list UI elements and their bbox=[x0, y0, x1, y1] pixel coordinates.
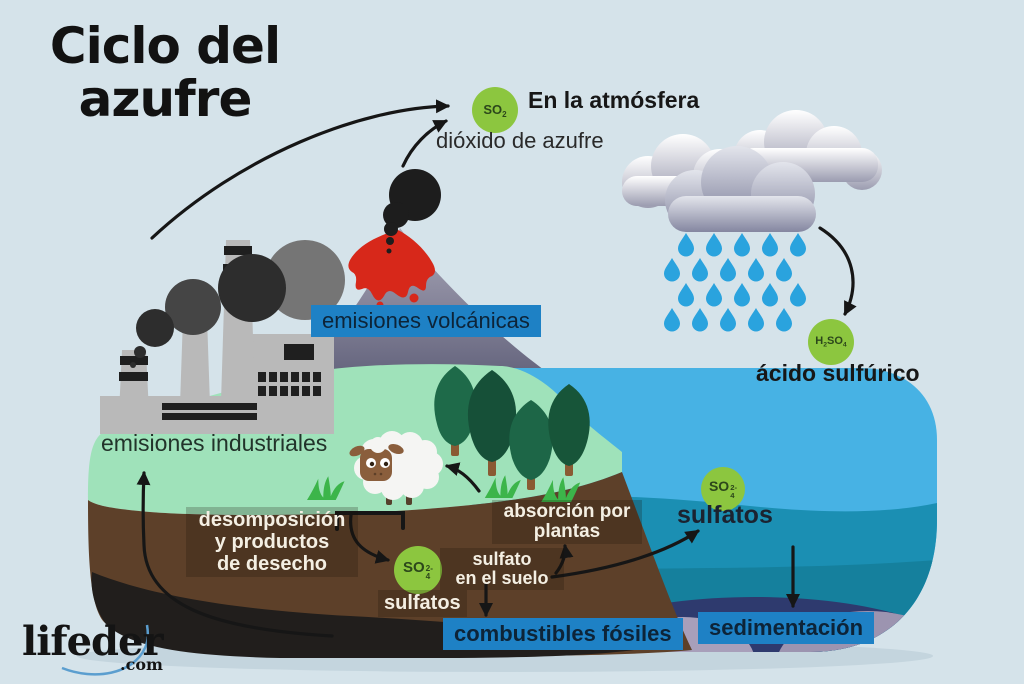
arrow-fossil-to-industry bbox=[136, 471, 334, 638]
arrow-factory-to-so2 bbox=[150, 99, 450, 240]
arrow-plants-to-sheep bbox=[445, 462, 481, 493]
h2so4-node: H2SO4 bbox=[808, 319, 854, 365]
plant-absorption-label: absorción por plantas bbox=[492, 500, 642, 544]
logo-wordmark: lifeder bbox=[22, 618, 164, 665]
volcano-smoke-icon bbox=[383, 169, 441, 254]
rain-cloud-icon bbox=[622, 110, 882, 232]
trees-icon bbox=[434, 366, 590, 490]
arrow-soil-to-water-sulfates bbox=[550, 529, 700, 579]
so2-node: SO2 bbox=[472, 87, 518, 133]
sulfuric-acid-label: ácido sulfúrico bbox=[756, 360, 920, 386]
atmosphere-heading: En la atmósfera bbox=[528, 87, 700, 113]
sedimentation-tag: sedimentación bbox=[698, 612, 875, 644]
arrow-cloud-to-acid bbox=[818, 226, 857, 316]
soil-sulfate-label: sulfato en el suelo bbox=[440, 548, 564, 590]
arrow-soil-to-plants bbox=[554, 544, 574, 575]
page-title: Ciclo del azufre bbox=[49, 17, 281, 128]
water-sulfates-label: sulfatos bbox=[677, 501, 773, 529]
logo-swoosh-icon bbox=[61, 624, 150, 676]
logo-tld: .com bbox=[120, 655, 163, 674]
sheep-icon bbox=[349, 431, 443, 505]
soil-sulfates-label: sulfatos bbox=[378, 590, 467, 617]
sheep-waste-bracket bbox=[335, 511, 405, 531]
fossil-fuels-tag: combustibles fósiles bbox=[443, 618, 683, 650]
industrial-emissions-label: emisiones industriales bbox=[101, 430, 328, 456]
arrow-waste-to-sulfates bbox=[349, 513, 390, 564]
decomposition-label: desomposición y productos de desecho bbox=[186, 507, 358, 577]
factory-smoke-icon bbox=[130, 240, 345, 368]
so2-caption: dióxido de azufre bbox=[436, 128, 604, 153]
volcanic-emissions-tag: emisiones volcánicas bbox=[311, 305, 541, 337]
arrow-volcano-to-so2 bbox=[401, 119, 448, 168]
rain-icon bbox=[664, 233, 806, 332]
flow-arrows bbox=[136, 99, 857, 638]
